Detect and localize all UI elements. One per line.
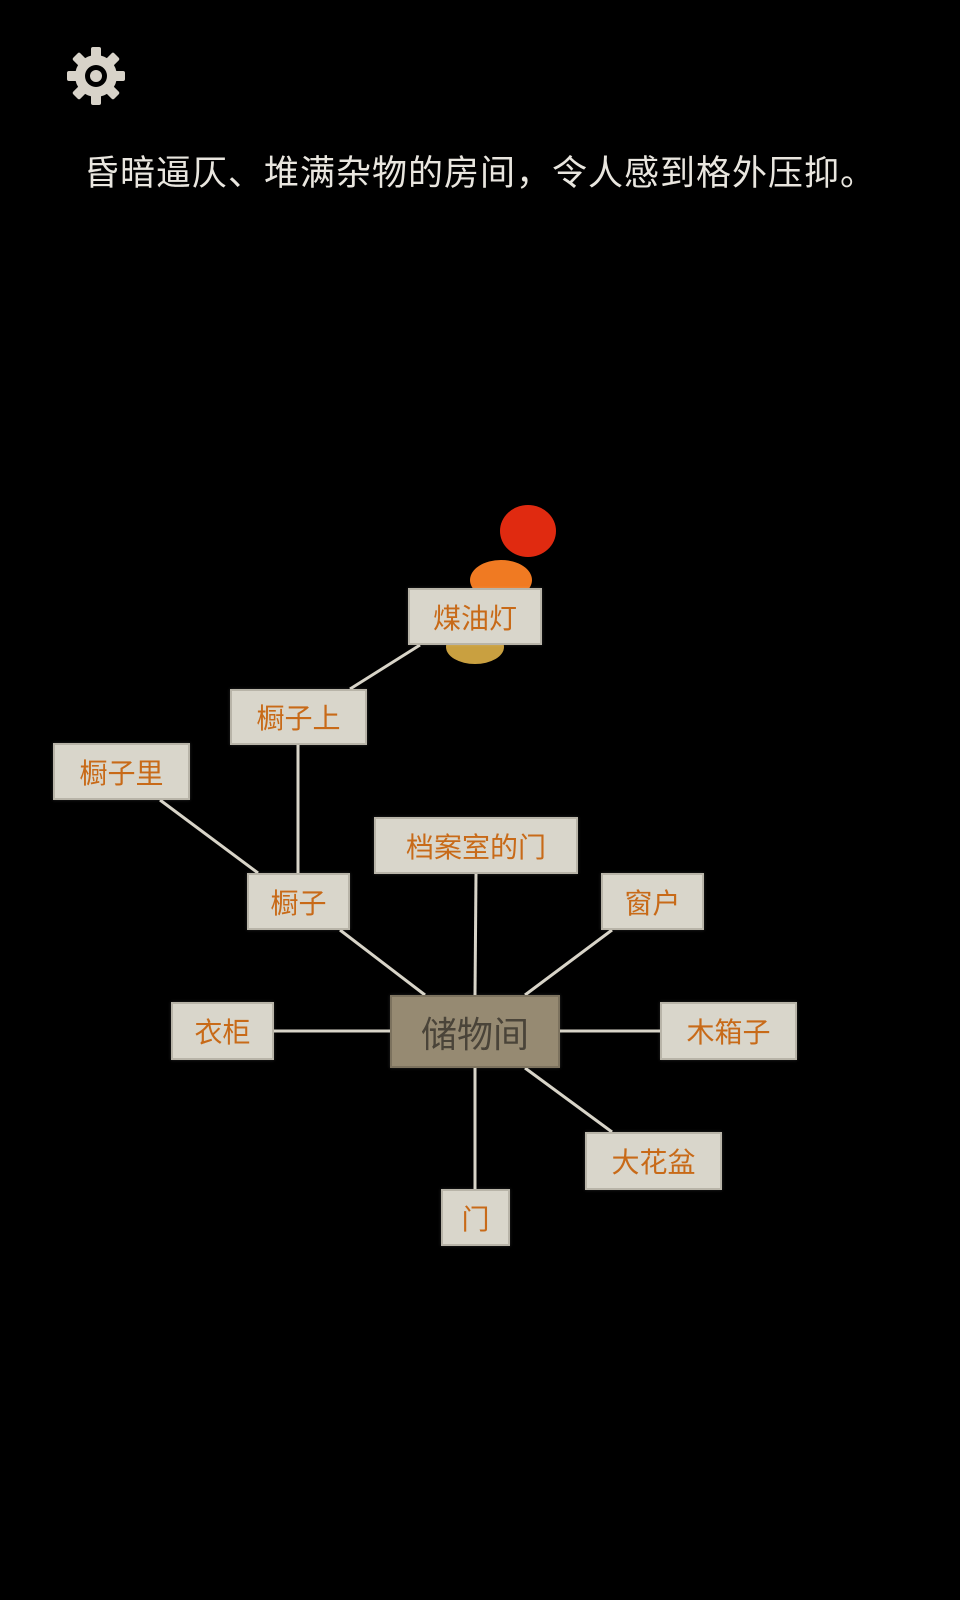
gear-icon bbox=[67, 47, 125, 105]
node-cabinet[interactable]: 橱子 bbox=[247, 873, 350, 930]
room-description: 昏暗逼仄、堆满杂物的房间，令人感到格外压抑。 bbox=[84, 154, 877, 194]
node-wooden-box[interactable]: 木箱子 bbox=[660, 1002, 797, 1060]
settings-button[interactable] bbox=[64, 44, 128, 108]
node-storage-room[interactable]: 储物间 bbox=[390, 995, 560, 1068]
node-cabinet-inside[interactable]: 橱子里 bbox=[53, 743, 190, 800]
lamp-flame-icon bbox=[500, 505, 556, 557]
node-cabinet-top[interactable]: 橱子上 bbox=[230, 689, 367, 745]
node-archive-door[interactable]: 档案室的门 bbox=[374, 817, 578, 874]
node-door[interactable]: 门 bbox=[441, 1189, 510, 1246]
node-flowerpot[interactable]: 大花盆 bbox=[585, 1132, 722, 1190]
node-lamp[interactable]: 煤油灯 bbox=[408, 588, 542, 645]
node-wardrobe[interactable]: 衣柜 bbox=[171, 1002, 274, 1060]
node-window[interactable]: 窗户 bbox=[601, 873, 704, 930]
